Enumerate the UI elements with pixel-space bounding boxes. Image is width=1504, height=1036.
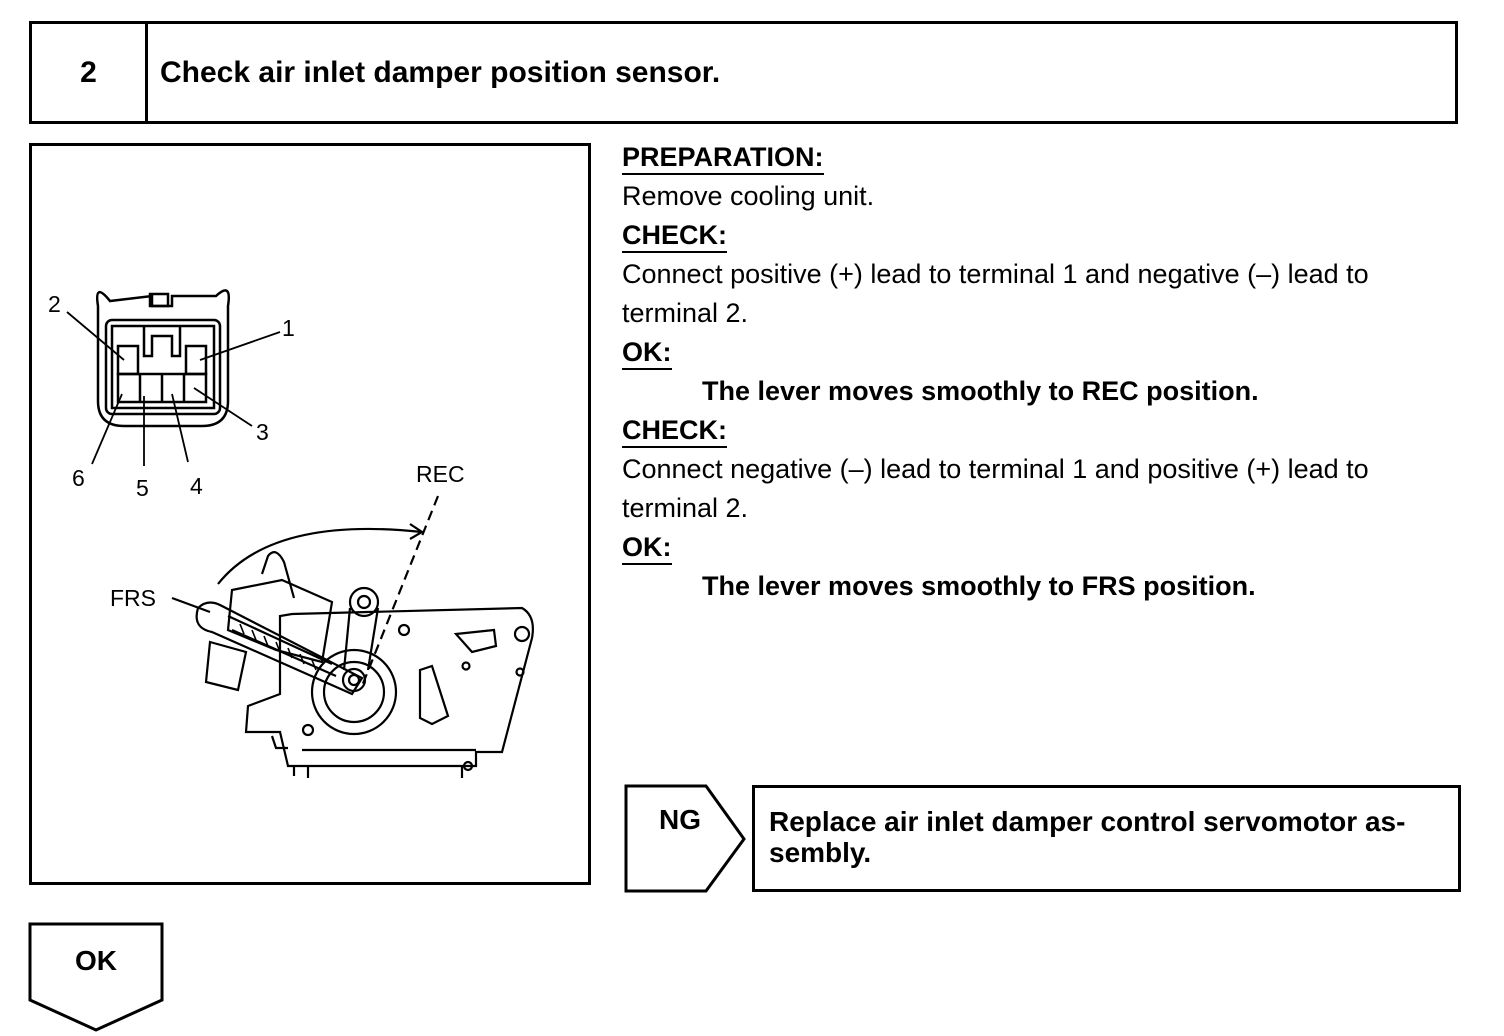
ok1-text: The lever moves smoothly to REC position…: [702, 376, 1259, 406]
step-number: 2: [32, 24, 148, 121]
sensor-illustration: 2 1 3 6 5 4 REC FRS: [48, 289, 534, 778]
connector-face: [104, 318, 222, 416]
check2-line1: Connect negative (–) lead to terminal 1 …: [622, 454, 1369, 484]
terminal-label-1: 1: [282, 315, 295, 341]
ok-arrow-icon: [28, 922, 164, 1032]
terminal-label-6: 6: [72, 465, 85, 491]
connector-inner: [110, 324, 216, 410]
check1-heading: CHECK:: [622, 219, 727, 253]
step-title: Check air inlet damper position sensor.: [160, 55, 721, 89]
illustration-box: 2 1 3 6 5 4 REC FRS: [29, 143, 591, 885]
frs-label: FRS: [110, 585, 156, 611]
check1-line2: terminal 2.: [622, 298, 749, 328]
procedure-text: PREPARATION: Remove cooling unit. CHECK:…: [622, 138, 1482, 606]
preparation-heading: PREPARATION:: [622, 141, 824, 175]
terminal-label-3: 3: [256, 419, 269, 445]
check2-line2: terminal 2.: [622, 493, 749, 523]
ng-result-line2: sembly.: [769, 837, 872, 868]
ng-arrow-icon: [624, 784, 746, 893]
ok2-heading: OK:: [622, 531, 672, 565]
ok1-heading: OK:: [622, 336, 672, 370]
rec-label: REC: [416, 461, 465, 487]
damper-mechanism: [171, 495, 534, 778]
step-header: 2 Check air inlet damper position sensor…: [29, 21, 1458, 124]
preparation-text: Remove cooling unit.: [622, 181, 875, 211]
ok2-text: The lever moves smoothly to FRS position…: [702, 571, 1256, 601]
ng-label: NG: [659, 804, 701, 835]
terminal-label-2: 2: [48, 291, 61, 317]
check2-heading: CHECK:: [622, 414, 727, 448]
ok-label: OK: [75, 945, 117, 976]
connector-body: [96, 289, 230, 428]
connector-latch: [148, 292, 170, 308]
ng-result-box: Replace air inlet damper control servomo…: [752, 785, 1461, 892]
terminal-label-4: 4: [190, 473, 203, 499]
terminal-label-5: 5: [136, 475, 149, 501]
ng-result-line1: Replace air inlet damper control servomo…: [769, 806, 1406, 837]
check1-line1: Connect positive (+) lead to terminal 1 …: [622, 259, 1369, 289]
